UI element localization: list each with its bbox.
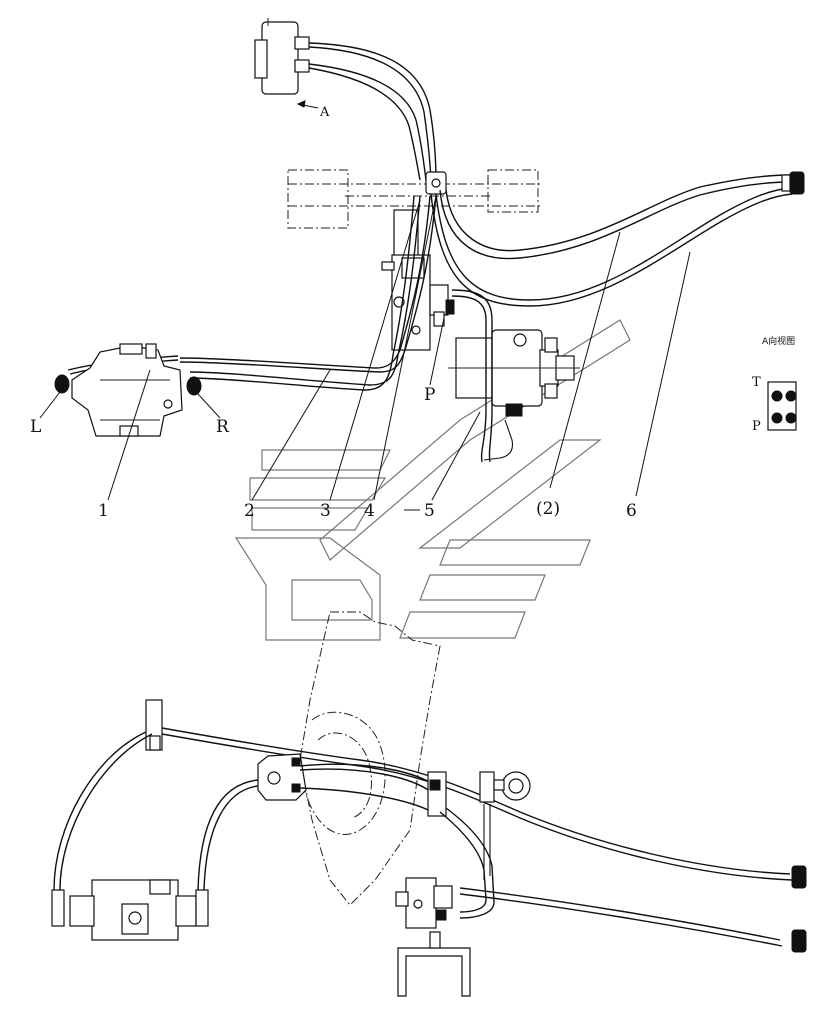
hydraulic-pump	[448, 329, 580, 417]
view-arrow-icon	[296, 100, 319, 109]
port-label-R: R	[216, 417, 230, 437]
a-view-detail: A向视图 T P	[752, 335, 797, 434]
callout-1: 1	[98, 501, 109, 521]
port-label-P-small: P	[752, 419, 761, 434]
wheel-outline-dashed	[299, 611, 441, 906]
view-arrow-label: A	[319, 105, 330, 120]
port-label-P: P	[424, 385, 435, 405]
lower-steering-unit	[51, 879, 209, 941]
hose-clamp	[425, 171, 447, 195]
callout-2-paren: (2)	[536, 499, 560, 519]
callouts: 1 2 3 4 5 (2) 6	[98, 195, 691, 521]
u-bracket	[397, 931, 471, 997]
manifold-block	[257, 753, 307, 801]
lower-priority-valve	[395, 877, 453, 929]
priority-valve	[381, 209, 455, 351]
lower-valve-cluster	[427, 771, 531, 817]
right-hose-fitting	[781, 171, 805, 195]
frame-member-dashed	[287, 169, 540, 229]
callout-5: 5	[424, 501, 435, 521]
steering-cylinder-top	[254, 18, 310, 95]
steering-unit	[54, 343, 202, 437]
callout-3: 3	[320, 501, 331, 521]
callout-6: 6	[626, 501, 637, 521]
callout-2: 2	[244, 501, 255, 521]
a-view-label: A向视图	[762, 335, 795, 347]
port-label-L: L	[30, 417, 41, 437]
lower-right-fittings	[791, 865, 807, 953]
port-label-T: T	[752, 375, 761, 390]
watermark-logo	[234, 319, 631, 641]
callout-4: 4	[364, 501, 375, 521]
hose-bracket	[145, 699, 163, 751]
